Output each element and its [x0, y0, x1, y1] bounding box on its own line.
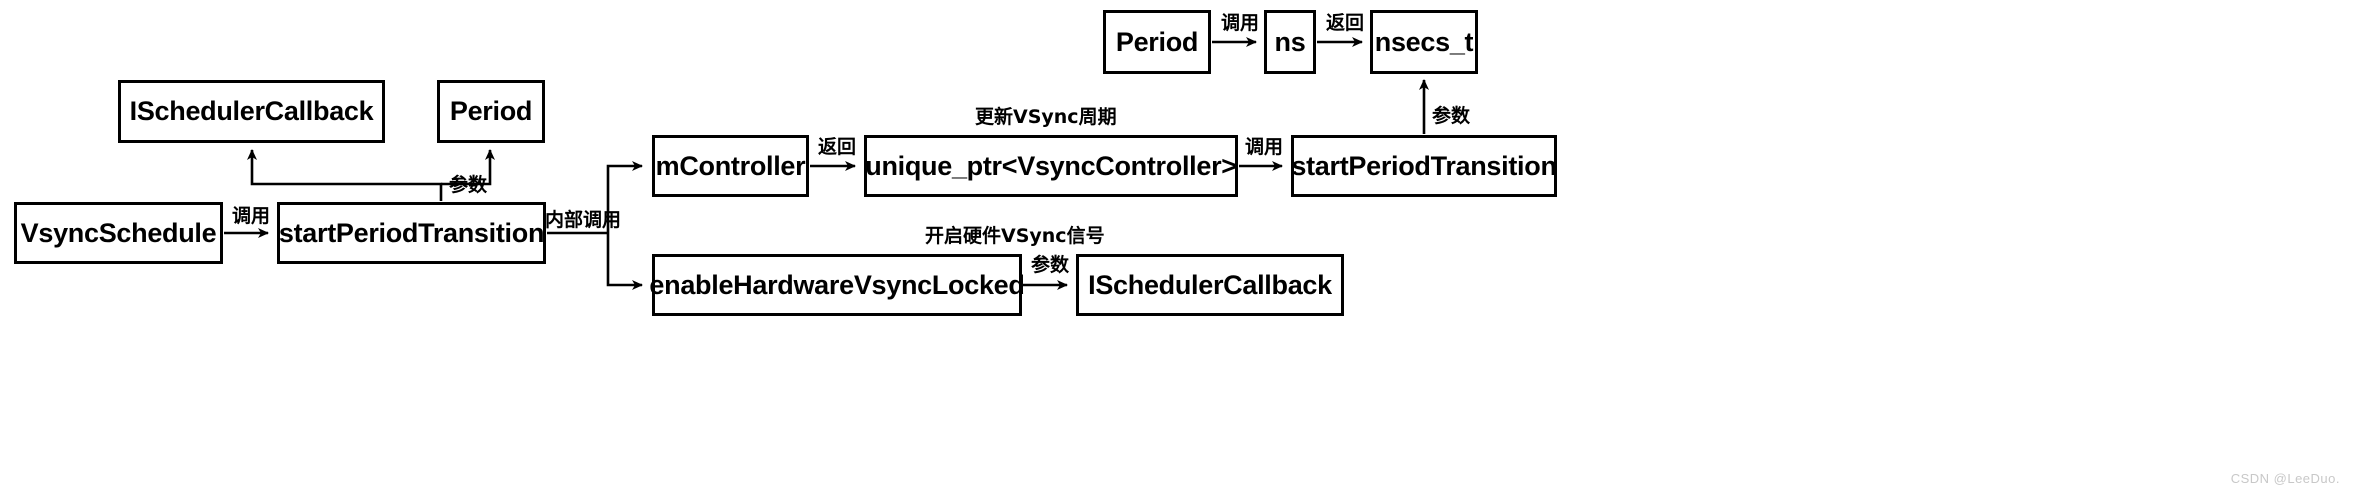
edge-label-unique-to-start: 调用 — [1245, 136, 1284, 158]
node-label: unique_ptr<VsyncController> — [865, 150, 1237, 181]
edge-label-enable-hw-signal: 开启硬件VSync信号 — [925, 225, 1105, 247]
node-period-top-left[interactable]: Period — [437, 80, 545, 143]
node-nsecs-t[interactable]: nsecs_t — [1370, 10, 1478, 74]
node-label: VsyncSchedule — [20, 217, 217, 248]
edge-label-params-right: 参数 — [1432, 105, 1471, 127]
node-label: enableHardwareVsyncLocked — [649, 269, 1025, 300]
node-label: ns — [1274, 26, 1306, 57]
node-label: startPeriodTransition — [278, 217, 545, 248]
node-ischeduler-callback-bottom[interactable]: ISchedulerCallback — [1076, 254, 1344, 316]
edge-internal-to-enablehw — [606, 233, 643, 290]
node-start-period-transition-right[interactable]: startPeriodTransition — [1291, 135, 1557, 197]
watermark: CSDN @LeeDuo. — [2230, 471, 2340, 486]
edge-label-params-left: 参数 — [449, 174, 488, 196]
edge-label-ns-to-nsecst: 返回 — [1326, 12, 1365, 34]
node-label: ISchedulerCallback — [129, 96, 374, 126]
node-enable-hardware-vsync-locked[interactable]: enableHardwareVsyncLocked — [649, 254, 1025, 316]
edge-label-update-vsync-period: 更新VSync周期 — [975, 106, 1117, 128]
node-vsync-schedule[interactable]: VsyncSchedule — [14, 202, 223, 264]
edge-label-internal-call: 内部调用 — [545, 209, 622, 231]
edge-label-vsync-to-start: 调用 — [232, 205, 271, 227]
node-label: Period — [1115, 26, 1199, 57]
node-label: Period — [449, 96, 533, 126]
edge-label-mcontroller-return: 返回 — [818, 136, 857, 158]
node-ns[interactable]: ns — [1264, 10, 1316, 74]
node-unique-ptr-vsync-controller[interactable]: unique_ptr<VsyncController> — [864, 135, 1238, 197]
node-ischeduler-callback-top-left[interactable]: ISchedulerCallback — [118, 80, 385, 143]
node-start-period-transition-left[interactable]: startPeriodTransition — [277, 202, 546, 264]
node-label: mController — [655, 150, 806, 181]
node-label: nsecs_t — [1374, 26, 1474, 57]
edge-label-params-bottom: 参数 — [1031, 254, 1070, 276]
edge-label-period-to-ns: 调用 — [1221, 12, 1260, 34]
node-period-top-right[interactable]: Period — [1103, 10, 1211, 74]
node-label: startPeriodTransition — [1291, 150, 1557, 181]
node-mcontroller[interactable]: mController — [652, 135, 809, 197]
node-label: ISchedulerCallback — [1088, 269, 1332, 300]
edge-start-to-ischedulercallback — [247, 149, 443, 201]
